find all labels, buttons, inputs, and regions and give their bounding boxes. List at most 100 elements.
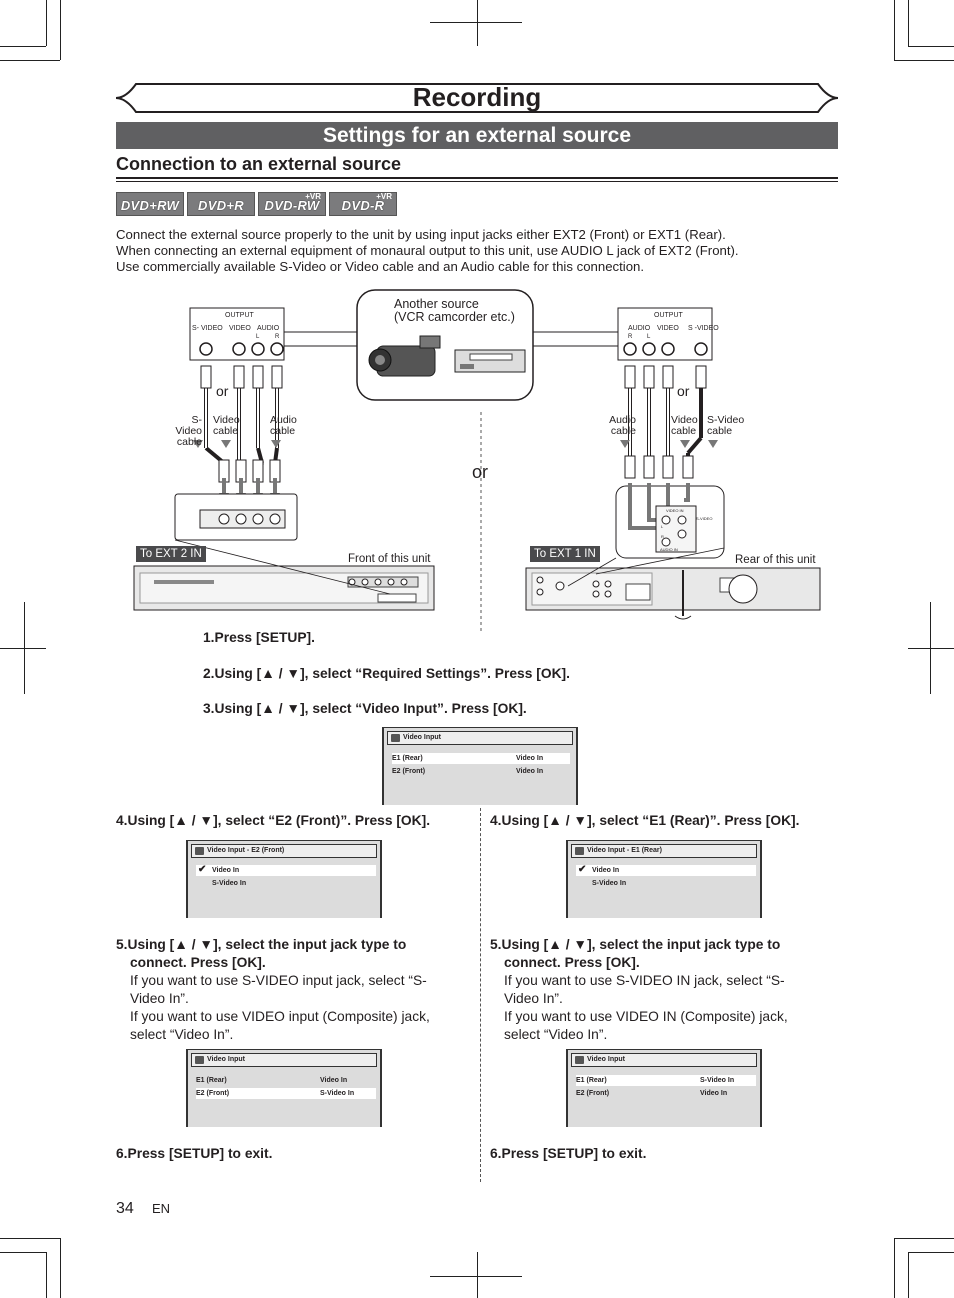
intro-paragraph: Connect the external source properly to … <box>116 227 836 275</box>
osd-row: E2 (Front)S-Video In <box>196 1088 376 1099</box>
or-label-center: or <box>472 462 489 482</box>
wrench-icon <box>575 1056 584 1064</box>
crop-mark <box>477 1252 478 1298</box>
or-label-right: or <box>677 383 690 399</box>
right-step-5-body: If you want to use S-VIDEO IN jack, sele… <box>504 973 788 1042</box>
crop-mark <box>908 1252 954 1253</box>
camcorder-icon <box>368 335 441 377</box>
vcr-icon <box>454 349 526 373</box>
divider <box>116 181 838 182</box>
crop-mark <box>0 648 46 649</box>
page-number: 34 <box>116 1200 134 1217</box>
disc-logo-dvd-plus-r: DVD+R <box>187 192 255 216</box>
osd-screen-right-result: Video Input E1 (Rear)S-Video In E2 (Fron… <box>566 1049 762 1127</box>
wrench-icon <box>575 847 584 855</box>
lr-l-right: L <box>647 334 651 340</box>
left-step-4: 4.Using [▲ / ▼], select “E2 (Front)”. Pr… <box>116 813 431 828</box>
osd-row: E2 (Front)Video In <box>576 1090 728 1097</box>
crop-mark <box>430 1276 522 1277</box>
connection-diagram: Another source (VCR camcorder etc.) OUTP… <box>120 288 830 633</box>
osd-row: S-Video In <box>592 880 627 887</box>
left-step-6: 6.Press [SETUP] to exit. <box>116 1146 273 1161</box>
output-label-left: OUTPUT <box>225 312 254 319</box>
step-3: 3.Using [▲ / ▼], select “Video Input”. P… <box>203 701 527 716</box>
osd-header: Video Input <box>387 731 573 745</box>
page-title: Recording <box>412 82 542 112</box>
crop-mark <box>46 0 47 46</box>
crop-mark <box>908 46 954 47</box>
lr-r-left: R <box>275 334 280 340</box>
crop-mark <box>60 1238 61 1298</box>
divider <box>116 177 838 179</box>
wrench-icon <box>195 1056 204 1064</box>
out-audio-left: AUDIO <box>257 325 280 332</box>
osd-header: Video Input - E1 (Rear) <box>571 844 757 858</box>
or-label-left: or <box>216 383 229 399</box>
ext2-tag: To EXT 2 IN <box>136 546 206 562</box>
osd-screen-left-result: Video Input E1 (Rear)Video In E2 (Front)… <box>186 1049 382 1127</box>
crop-mark <box>908 648 954 649</box>
right-step-5: 5.Using [▲ / ▼], select the input jack t… <box>490 937 781 970</box>
osd-row: ✔Video In <box>576 864 756 876</box>
crop-mark <box>908 1252 909 1298</box>
rear-jack-video-in: VIDEO IN <box>666 508 684 513</box>
crop-mark <box>0 1252 46 1253</box>
intro-line: When connecting an external equipment of… <box>116 243 739 258</box>
intro-line: Use commercially available S-Video or Vi… <box>116 259 645 274</box>
left-step-5: 5.Using [▲ / ▼], select the input jack t… <box>116 937 407 970</box>
wrench-icon <box>391 734 400 742</box>
diagram-graphics <box>133 289 821 633</box>
out-video-right: VIDEO <box>657 325 679 332</box>
crop-mark <box>0 1238 60 1239</box>
crop-mark <box>430 22 522 23</box>
rear-jack-svideo: S-VIDEO <box>696 516 713 521</box>
osd-header: Video Input - E2 (Front) <box>191 844 377 858</box>
osd-header: Video Input <box>191 1053 377 1067</box>
osd-header: Video Input <box>571 1053 757 1067</box>
checkmark-icon: ✔ <box>578 864 587 875</box>
column-divider <box>480 808 481 1182</box>
ext1-tag: To EXT 1 IN <box>530 546 600 562</box>
another-source-label: Another source (VCR camcorder etc.) <box>394 297 515 324</box>
osd-screen-e2-front: Video Input - E2 (Front) ✔Video In S-Vid… <box>186 840 382 918</box>
lr-l-left: L <box>256 334 260 340</box>
osd-row: E1 (Rear)Video In <box>196 1077 348 1084</box>
osd-row: E2 (Front)Video In <box>392 768 544 775</box>
right-step-4: 4.Using [▲ / ▼], select “E1 (Rear)”. Pre… <box>490 813 800 828</box>
intro-line: Connect the external source properly to … <box>116 227 726 242</box>
crop-mark <box>894 60 954 61</box>
section-title: Settings for an external source <box>116 122 838 149</box>
disc-logo-dvd-plus-rw: DVD+RW <box>116 192 184 216</box>
crop-mark <box>908 0 909 46</box>
out-svideo-left: S- VIDEO <box>192 325 223 332</box>
subsection-title: Connection to an external source <box>116 154 402 174</box>
lr-r-right: R <box>628 334 633 340</box>
crop-mark <box>477 0 478 46</box>
rear-jack-r: R <box>661 534 664 539</box>
page-title-banner: Recording <box>116 82 838 114</box>
crop-mark <box>894 1238 895 1298</box>
osd-screen-video-input: Video Input E1 (Rear)Video In E2 (Front)… <box>382 727 578 805</box>
out-svideo-right: S -VIDEO <box>688 325 719 332</box>
language-code: EN <box>152 1201 171 1216</box>
wrench-icon <box>195 847 204 855</box>
rear-jack-l: L <box>661 524 664 529</box>
output-label-right: OUTPUT <box>654 312 683 319</box>
rear-jack-audio-in: AUDIO IN <box>660 547 678 552</box>
left-step-5-body: If you want to use S-VIDEO input jack, s… <box>130 973 430 1042</box>
crop-mark <box>0 60 60 61</box>
crop-mark <box>24 602 25 694</box>
crop-mark <box>930 602 931 694</box>
step-2: 2.Using [▲ / ▼], select “Required Settin… <box>203 666 570 681</box>
front-of-unit-label: Front of this unit <box>348 553 431 565</box>
out-video-left: VIDEO <box>229 325 251 332</box>
crop-mark <box>894 1238 954 1239</box>
osd-row: E1 (Rear)S-Video In <box>576 1075 756 1086</box>
right-step-6: 6.Press [SETUP] to exit. <box>490 1146 647 1161</box>
